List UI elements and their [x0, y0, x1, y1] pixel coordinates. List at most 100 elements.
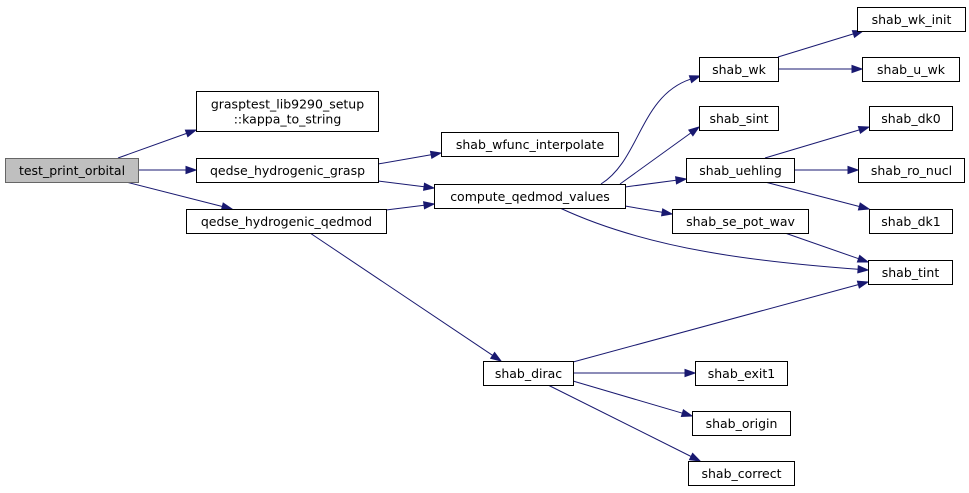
node-label: shab_wfunc_interpolate	[456, 137, 605, 152]
node-box	[434, 184, 626, 209]
node-label: shab_wk	[712, 62, 767, 77]
arrowhead-icon	[856, 280, 870, 289]
edge-shab-uehling-to-shab-dk0	[764, 125, 871, 159]
edges-layer	[117, 30, 871, 462]
node-label: shab_se_pot_wav	[686, 214, 795, 229]
edge-shab-dirac-to-shab-origin	[572, 380, 694, 418]
arrowhead-icon	[847, 165, 860, 175]
edge-line	[377, 154, 432, 165]
node-box	[869, 209, 953, 234]
node-label: shab_origin	[706, 416, 778, 431]
node-label: shab_tint	[882, 265, 940, 280]
edge-test-print-orbital-to-kappa-to-string	[117, 129, 198, 159]
arrowhead-icon	[688, 452, 702, 462]
arrowhead-icon	[220, 202, 234, 211]
node-shab-dirac[interactable]: shab_dirac	[483, 361, 574, 386]
node-shab-dk0[interactable]: shab_dk0	[869, 106, 953, 131]
node-shab-ro-nucl[interactable]: shab_ro_nucl	[858, 158, 965, 183]
node-box	[686, 158, 795, 183]
edge-line	[125, 181, 223, 207]
node-label: shab_dk1	[881, 214, 940, 229]
edge-shab-wk-to-shab-u-wk	[778, 64, 864, 74]
edge-qedse-hydrogenic-grasp-to-shab-wfunc-interpolate	[377, 150, 443, 165]
edge-line	[624, 205, 663, 213]
node-qedse-hydrogenic-grasp[interactable]: qedse_hydrogenic_grasp	[196, 158, 379, 183]
node-shab-wfunc-interpolate[interactable]: shab_wfunc_interpolate	[441, 132, 619, 157]
arrowhead-icon	[184, 129, 198, 138]
edge-qedse-hydrogenic-qedmod-to-compute-qedmod-values	[385, 201, 436, 211]
edge-line	[117, 132, 187, 159]
node-box	[699, 106, 779, 131]
node-box	[858, 158, 965, 183]
nodes-layer: test_print_orbital grasptest_lib9290_setu…	[5, 7, 966, 486]
edge-qedse-hydrogenic-grasp-to-compute-qedmod-values	[377, 180, 436, 191]
edge-shab-wk-to-shab-wk-init	[777, 30, 865, 58]
arrowhead-icon	[185, 165, 198, 175]
node-shab-exit1[interactable]: shab_exit1	[695, 361, 788, 386]
node-shab-origin[interactable]: shab_origin	[692, 411, 791, 436]
node-label: test_print_orbital	[19, 163, 125, 178]
node-shab-sint[interactable]: shab_sint	[699, 106, 779, 131]
node-box	[483, 361, 574, 386]
node-shab-wk-init[interactable]: shab_wk_init	[857, 7, 966, 32]
node-label: shab_wk_init	[872, 12, 952, 27]
edge-compute-qedmod-values-to-shab-sint	[619, 126, 701, 185]
arrowhead-icon	[680, 408, 694, 418]
edge-test-print-orbital-to-qedse-hydrogenic-grasp	[138, 165, 198, 175]
node-test-print-orbital[interactable]: test_print_orbital	[5, 158, 139, 183]
node-qedse-hydrogenic-qedmod[interactable]: qedse_hydrogenic_qedmod	[186, 209, 387, 234]
node-compute-qedmod-values[interactable]: compute_qedmod_values	[434, 184, 626, 209]
edge-line	[309, 232, 493, 356]
node-label: shab_uehling	[699, 163, 782, 178]
node-box	[186, 209, 387, 234]
edge-line	[624, 179, 677, 188]
edge-compute-qedmod-values-to-shab-uehling	[624, 176, 688, 188]
edge-shab-uehling-to-shab-ro-nucl	[794, 165, 860, 175]
node-label: qedse_hydrogenic_grasp	[210, 163, 365, 178]
node-box	[196, 91, 379, 132]
node-shab-tint[interactable]: shab_tint	[868, 260, 953, 285]
edge-line	[764, 129, 860, 159]
node-label: shab_dirac	[495, 366, 562, 381]
edge-line	[559, 207, 859, 270]
node-box	[692, 411, 791, 436]
node-box	[695, 361, 788, 386]
edge-line	[784, 232, 859, 260]
arrowhead-icon	[660, 208, 674, 217]
node-label: ::kappa_to_string	[234, 112, 342, 127]
edge-shab-se-pot-wav-to-shab-tint	[784, 232, 870, 263]
node-box	[688, 461, 795, 486]
node-shab-dk1[interactable]: shab_dk1	[869, 209, 953, 234]
edge-line	[619, 132, 692, 185]
edge-line	[764, 181, 860, 207]
node-shab-wk[interactable]: shab_wk	[699, 57, 779, 82]
edge-shab-dirac-to-shab-tint	[572, 280, 870, 363]
node-box	[5, 158, 139, 183]
node-label: grasptest_lib9290_setup	[211, 97, 364, 112]
edge-test-print-orbital-to-qedse-hydrogenic-qedmod	[125, 181, 234, 211]
arrowhead-icon	[857, 125, 871, 135]
node-shab-se-pot-wav[interactable]: shab_se_pot_wav	[672, 209, 809, 234]
edge-line	[572, 380, 683, 414]
node-box	[869, 106, 953, 131]
arrowhead-icon	[423, 201, 436, 210]
edge-shab-dirac-to-shab-exit1	[573, 368, 697, 378]
node-label: shab_u_wk	[877, 62, 946, 77]
edge-qedse-hydrogenic-qedmod-to-shab-dirac	[309, 232, 503, 362]
arrowhead-icon	[856, 254, 870, 263]
node-box	[672, 209, 809, 234]
arrowhead-icon	[857, 202, 871, 211]
node-label: shab_dk0	[881, 111, 940, 126]
node-shab-correct[interactable]: shab_correct	[688, 461, 795, 486]
arrowhead-icon	[423, 182, 436, 191]
arrowhead-icon	[687, 126, 701, 137]
node-shab-u-wk[interactable]: shab_u_wk	[862, 57, 960, 82]
node-kappa-to-string[interactable]: grasptest_lib9290_setup::kappa_to_string	[196, 91, 379, 132]
node-shab-uehling[interactable]: shab_uehling	[686, 158, 795, 183]
edge-compute-qedmod-values-to-shab-se-pot-wav	[624, 205, 674, 217]
edge-compute-qedmod-values-to-shab-wk	[600, 75, 702, 185]
node-label: shab_sint	[709, 111, 768, 126]
edge-shab-uehling-to-shab-dk1	[764, 181, 871, 211]
edge-line	[547, 384, 692, 457]
